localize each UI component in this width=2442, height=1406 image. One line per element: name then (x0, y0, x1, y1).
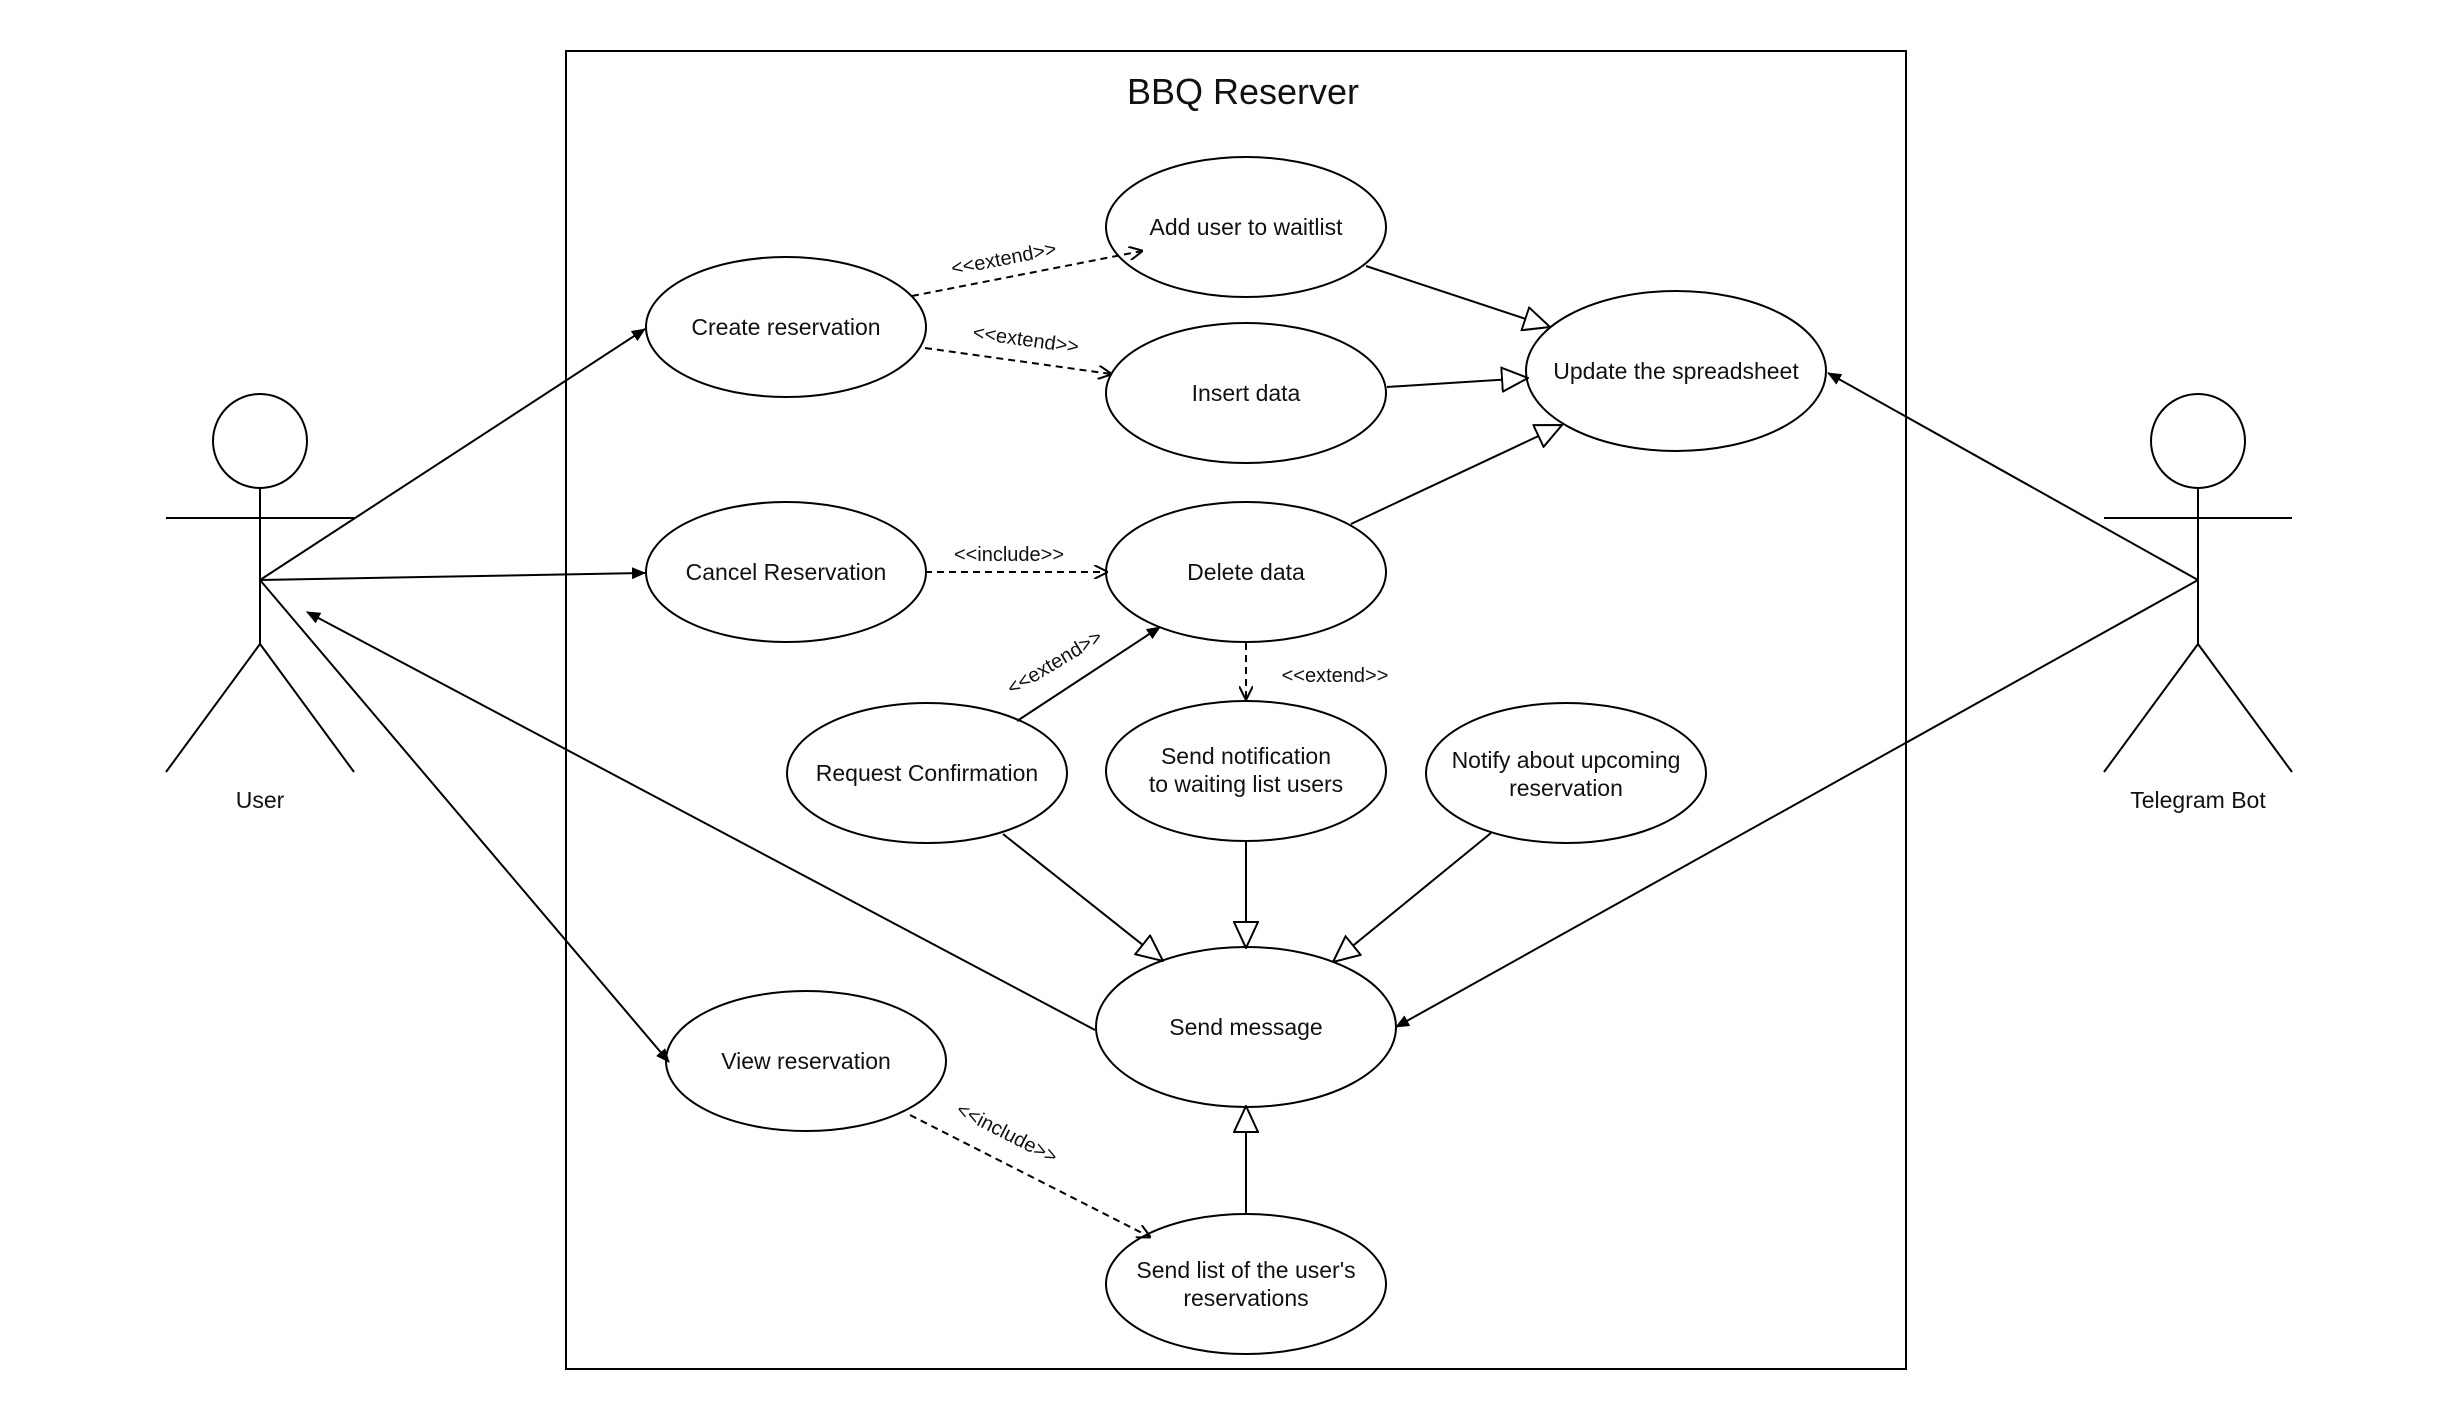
use-case-send-list: Send list of the user's reservations (1105, 1213, 1387, 1355)
gen-notify-sendmsg (1333, 832, 1492, 962)
use-case-view-reservation: View reservation (665, 990, 947, 1132)
use-case-update-the-spreadsheet: Update the spreadsheet (1525, 290, 1827, 452)
svg-text:Insert data: Insert data (1192, 380, 1301, 406)
svg-text:to waiting list users: to waiting list users (1149, 771, 1343, 797)
svg-text:Send list of the user's: Send list of the user's (1136, 1257, 1355, 1283)
system-title: BBQ Reserver (1127, 71, 1359, 112)
use-case-request-confirmation: Request Confirmation (786, 702, 1068, 844)
use-cases: Create reservation Add user to waitlist … (645, 156, 1827, 1355)
label-extend-waitlist: <<extend>> (949, 238, 1058, 280)
svg-text:Request Confirmation: Request Confirmation (816, 760, 1038, 786)
svg-text:Update the spreadsheet: Update the spreadsheet (1553, 358, 1799, 384)
svg-text:Delete data: Delete data (1187, 559, 1305, 585)
actor-user: User (165, 393, 355, 813)
actor-telegram-bot: Telegram Bot (2103, 393, 2293, 813)
system-boundary (565, 50, 1907, 1370)
use-case-create-reservation: Create reservation (645, 256, 927, 398)
label-extend-notification: <<extend>> (1282, 665, 1389, 687)
gen-request-sendmsg (1002, 833, 1163, 961)
actor-user-label: User (236, 787, 285, 813)
extend-create-insert (924, 347, 1111, 374)
use-case-add-user-to-waitlist: Add user to waitlist (1105, 156, 1387, 298)
assoc-user-create (259, 328, 646, 581)
svg-text:reservations: reservations (1183, 1285, 1308, 1311)
assoc-sendmsg-user (306, 611, 1096, 1031)
svg-text:reservation: reservation (1509, 775, 1623, 801)
gen-waitlist-update (1365, 265, 1550, 327)
svg-text:Send notification: Send notification (1161, 743, 1331, 769)
svg-text:Cancel Reservation: Cancel Reservation (686, 559, 887, 585)
gen-insert-update (1386, 378, 1528, 387)
include-view-list (909, 1114, 1150, 1237)
svg-text:Send message: Send message (1169, 1014, 1322, 1040)
assoc-request-delete (1016, 626, 1161, 722)
assoc-bot-update (1827, 372, 2199, 581)
svg-text:Notify about upcoming: Notify about upcoming (1452, 747, 1681, 773)
svg-text:Create reservation: Create reservation (691, 314, 880, 340)
svg-text:Add user to waitlist: Add user to waitlist (1149, 214, 1343, 240)
label-include-list: <<include>> (953, 1099, 1061, 1169)
label-extend-insert: <<extend>> (971, 322, 1080, 359)
use-case-send-message: Send message (1095, 946, 1397, 1108)
svg-text:View reservation: View reservation (721, 1048, 891, 1074)
gen-delete-update (1350, 425, 1562, 525)
assoc-bot-sendmsg (1395, 579, 2199, 1028)
assoc-user-cancel (259, 567, 646, 581)
use-case-insert-data: Insert data (1105, 322, 1387, 464)
extend-create-waitlist (911, 251, 1142, 297)
assoc-user-view (259, 579, 670, 1063)
actor-telegram-bot-label: Telegram Bot (2130, 787, 2266, 813)
use-case-send-notification: Send notification to waiting list users (1105, 700, 1387, 842)
label-extend-request: <<extend>> (1003, 626, 1106, 700)
use-case-notify-upcoming: Notify about upcoming reservation (1425, 702, 1707, 844)
connectors (259, 251, 2199, 1237)
label-include-delete: <<include>> (954, 544, 1064, 566)
use-case-delete-data: Delete data (1105, 501, 1387, 643)
use-case-cancel-reservation: Cancel Reservation (645, 501, 927, 643)
